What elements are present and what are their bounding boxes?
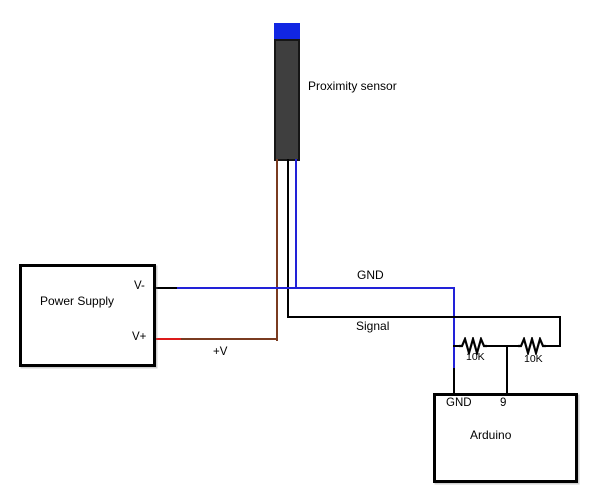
power-supply-terminal-negative: V- xyxy=(134,280,145,292)
signal-wire-vertical-right xyxy=(559,316,561,347)
resistor-10k-1 xyxy=(459,337,487,355)
gnd-wire-vertical-black xyxy=(453,368,455,393)
plus-v-wire-stub-red xyxy=(155,338,181,340)
resistor-10k-1-label: 10K xyxy=(466,351,485,363)
power-supply-terminal-positive: V+ xyxy=(132,331,147,343)
signal-wire-label: Signal xyxy=(356,319,390,333)
gnd-wire-label: GND xyxy=(357,268,384,282)
resistor-10k-2-label: 10K xyxy=(524,353,543,365)
resistor-10k-2 xyxy=(518,337,546,355)
sensor-power-wire-vertical xyxy=(276,159,278,341)
gnd-wire-horizontal xyxy=(177,287,455,289)
proximity-sensor-cap xyxy=(274,23,300,40)
proximity-sensor-body xyxy=(274,39,300,161)
arduino-box: GND 9 Arduino xyxy=(433,393,578,483)
gnd-wire-stub-black xyxy=(155,287,177,289)
arduino-pin-gnd-label: GND xyxy=(446,397,472,409)
resistor-chain-lead-left xyxy=(453,345,460,347)
plus-v-wire-label: +V xyxy=(213,346,228,358)
resistor-chain-lead-middle xyxy=(487,345,518,347)
plus-v-wire-horizontal xyxy=(181,338,278,340)
resistor-chain-lead-right xyxy=(546,345,561,347)
sensor-signal-wire-vertical xyxy=(287,159,289,318)
pin9-wire-vertical xyxy=(506,346,508,393)
arduino-pin-9-label: 9 xyxy=(500,397,507,409)
sensor-gnd-wire-vertical xyxy=(295,159,297,289)
signal-wire-horizontal xyxy=(287,316,561,318)
proximity-sensor-label: Proximity sensor xyxy=(308,79,397,93)
arduino-label: Arduino xyxy=(470,428,512,442)
power-supply-box: Power Supply V- V+ xyxy=(19,264,156,367)
gnd-wire-vertical-blue xyxy=(453,287,455,368)
power-supply-label: Power Supply xyxy=(40,294,115,308)
